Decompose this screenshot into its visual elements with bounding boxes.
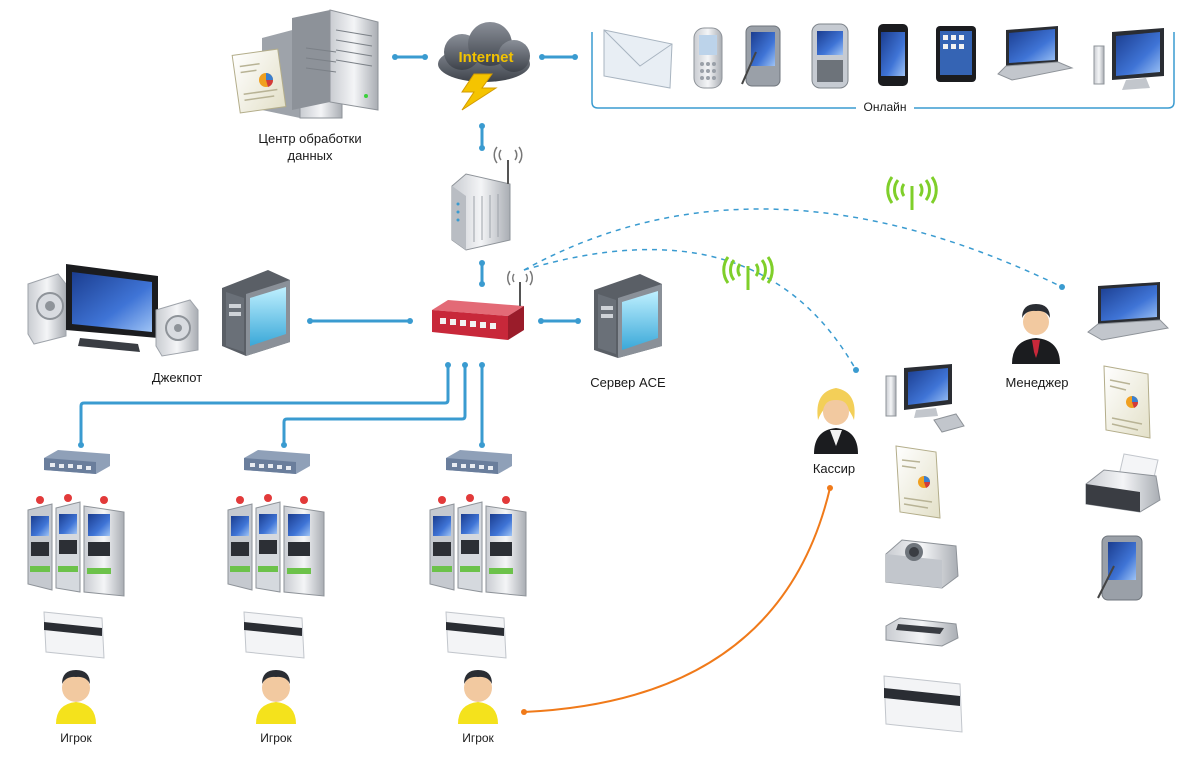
- pda-icon: [1097, 535, 1143, 601]
- workstation-icon: [885, 364, 965, 433]
- manager-label: Менеджер: [1005, 375, 1068, 390]
- network-switch-icon: [446, 450, 512, 474]
- lightning-icon: [461, 73, 498, 111]
- pc-tower-icon: [594, 274, 662, 358]
- cashier-avatar-icon: [814, 388, 858, 454]
- cashier-label: Кассир: [813, 461, 855, 476]
- player-avatar-icon: [458, 670, 498, 724]
- envelope-icon: [603, 29, 673, 89]
- internet-label: Internet: [458, 49, 513, 66]
- magnetic-card-icon: [445, 611, 507, 659]
- speaker-icon: [155, 299, 199, 357]
- report-document-icon: [895, 445, 941, 519]
- manager: Менеджер: [1005, 282, 1170, 601]
- ace-server-label: Сервер ACE: [590, 375, 666, 390]
- link-player-cashier: [523, 487, 831, 713]
- player-label: Игрок: [462, 731, 494, 745]
- data-center-label-line2: данных: [287, 148, 333, 163]
- online-label: Онлайн: [864, 100, 907, 114]
- player-column-2: Игрок: [227, 450, 325, 745]
- phone-icon: [693, 27, 723, 89]
- jackpot-label: Джекпот: [152, 370, 202, 385]
- player-avatar-icon: [56, 670, 96, 724]
- laptop-icon: [997, 26, 1074, 81]
- magnetic-card-icon: [43, 611, 105, 659]
- smartphone-icon: [811, 23, 849, 89]
- network-switch-icon: [244, 450, 310, 474]
- player-label: Игрок: [60, 731, 92, 745]
- plasma-tv-icon: [66, 264, 158, 352]
- internet-cloud: Internet: [438, 22, 530, 111]
- wifi-link-cashier: [523, 248, 857, 371]
- slot-machines-icon: [429, 494, 527, 597]
- pda-icon: [741, 25, 781, 87]
- wired-links: [78, 54, 581, 448]
- magnetic-card-icon: [883, 675, 963, 733]
- online-group: Онлайн: [591, 23, 1175, 115]
- tablet-icon: [936, 26, 976, 82]
- player-label: Игрок: [260, 731, 292, 745]
- network-switch-icon: [44, 450, 110, 474]
- slot-machines-icon: [227, 494, 325, 597]
- report-document-icon: [1103, 365, 1151, 439]
- wifi-link-manager: [523, 208, 1063, 288]
- iphone-icon: [878, 24, 908, 86]
- laptop-icon: [1087, 282, 1170, 341]
- card-reader-icon: [885, 617, 959, 647]
- cloud-icon: [438, 22, 530, 82]
- magnetic-card-icon: [243, 611, 305, 659]
- wifi-signal-icon: [722, 256, 774, 290]
- slot-machines-icon: [27, 494, 125, 597]
- monitor-icon: [1093, 28, 1164, 90]
- data-center-label-line1: Центр обработки: [258, 131, 361, 146]
- report-document-icon: [231, 48, 287, 114]
- player-avatar-icon: [256, 670, 296, 724]
- link-router-switch-1: [79, 363, 450, 447]
- ace-server: Сервер ACE: [590, 274, 666, 390]
- manager-avatar-icon: [1012, 304, 1060, 364]
- data-center: Центр обработки данных: [231, 9, 379, 163]
- wifi-signal-icon: [886, 176, 938, 210]
- wireless-links: [521, 208, 1065, 715]
- speaker-icon: [27, 273, 67, 345]
- router-icon: [432, 270, 533, 340]
- receipt-printer-icon: [885, 539, 959, 589]
- player-column-1: Игрок: [27, 450, 125, 745]
- link-router-switch-2: [282, 363, 467, 447]
- player-column-3: Игрок: [429, 450, 527, 745]
- cashier: Кассир: [813, 364, 965, 733]
- modem-icon: [451, 146, 523, 251]
- printer-icon: [1085, 453, 1161, 513]
- pc-tower-icon: [222, 270, 290, 356]
- jackpot: Джекпот: [27, 264, 290, 385]
